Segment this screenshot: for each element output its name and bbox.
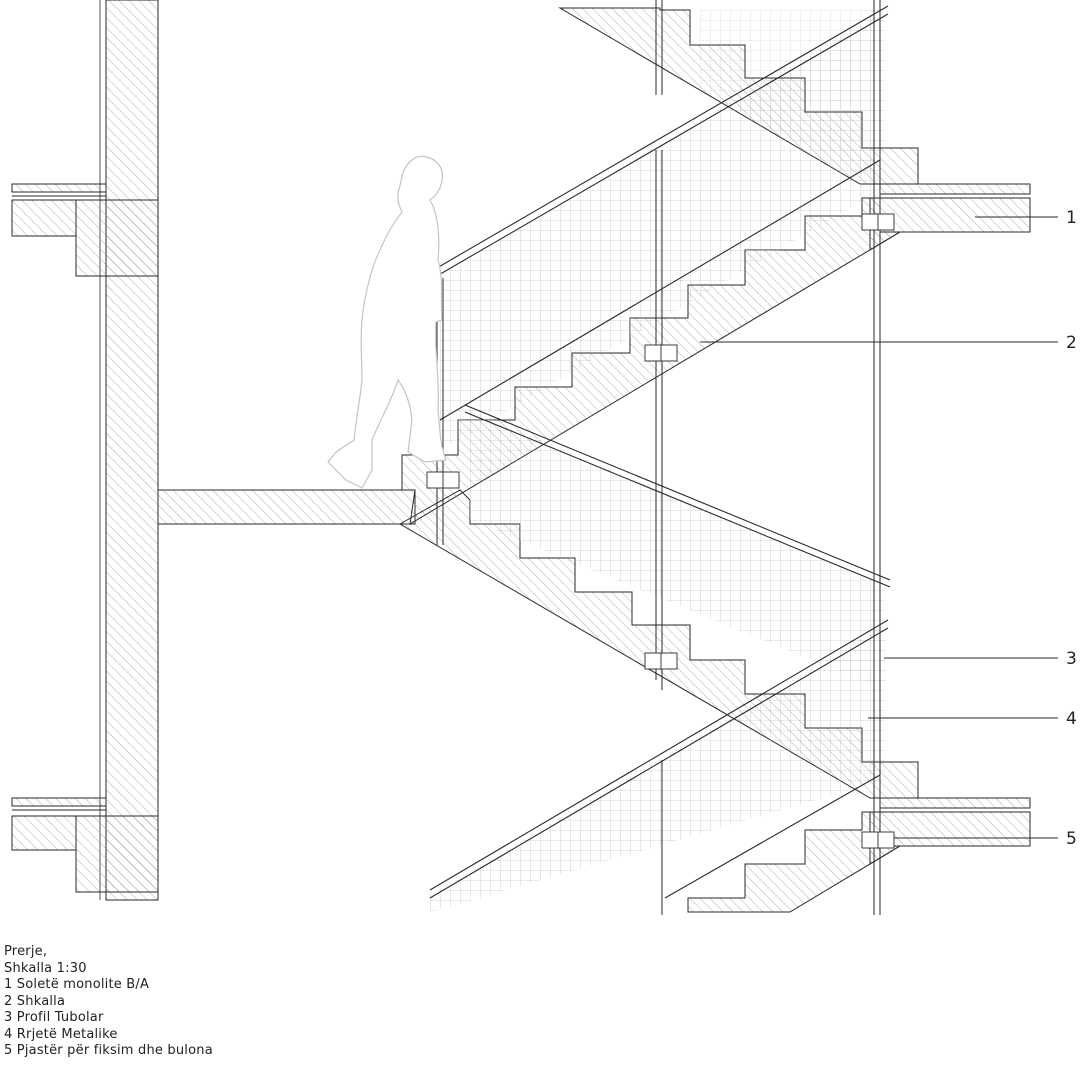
fixing-plates: [426, 213, 895, 849]
callout-1: 1: [1066, 208, 1077, 228]
floor-slab-lower-right: [869, 797, 1031, 865]
tubular-handrails: [429, 5, 891, 899]
landing-slab: [157, 489, 416, 525]
legend-item-1: 1 Soletë monolite B/A: [4, 977, 150, 992]
concrete-wall: [99, 0, 159, 901]
legend-item-5: 5 Pjastër për fiksim dhe bulona: [4, 1043, 213, 1058]
drawing-caption: Prerje, Shkalla 1:30 1 Soletë monolite B…: [4, 944, 213, 1060]
callout-4: 4: [1066, 709, 1077, 729]
callout-2: 2: [1066, 333, 1077, 353]
callout-3: 3: [1066, 649, 1077, 669]
floor-slab-upper-left: [11, 183, 159, 277]
caption-scale: Shkalla 1:30: [4, 960, 87, 976]
legend-item-3: 3 Profil Tubolar: [4, 1010, 104, 1025]
metal-mesh-panels: [430, 10, 885, 912]
human-figure: [327, 155, 447, 489]
leader-lines: [700, 216, 1058, 839]
stair-section-drawing: 1 2 3 4 5: [11, 0, 1077, 915]
legend-item-2: 2 Shkalla: [4, 993, 66, 1009]
floor-slab-lower-left: [11, 797, 159, 893]
caption-title: Prerje,: [4, 944, 48, 959]
legend-item-4: 4 Rrjetë Metalike: [4, 1026, 118, 1042]
stair-flight-bottom: [687, 811, 902, 913]
callout-5: 5: [1066, 829, 1077, 849]
